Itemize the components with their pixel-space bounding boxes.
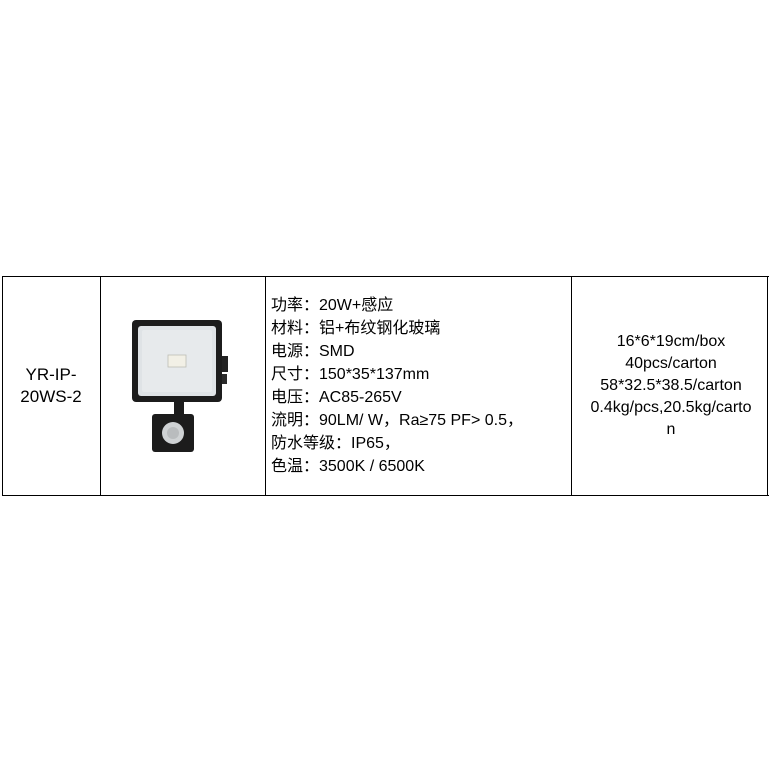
sensor-arm	[173, 400, 184, 416]
model-line: YR-IP-	[25, 365, 77, 384]
mount-bracket-lower	[217, 374, 227, 384]
table-divider-1	[100, 277, 101, 495]
spec-waterproof: 防水等级：IP65，	[271, 435, 400, 452]
table-border-left	[2, 277, 3, 495]
spec-lumen: 流明：90LM/ W，Ra≥75 PF> 0.5，	[271, 412, 523, 429]
packing-line: 40pcs/carton	[625, 355, 717, 372]
table-border-right	[767, 277, 768, 495]
floodlight-with-pir-sensor-icon	[131, 320, 228, 452]
packing-line: 16*6*19cm/box	[616, 333, 726, 350]
table-divider-3	[571, 277, 572, 495]
specifications-cell: 功率：20W+感应 材料：铝+布纹钢化玻璃 电源：SMD 尺寸：150*35*1…	[265, 277, 573, 495]
model-line: 20WS-2	[20, 387, 82, 406]
product-table: YR-IP- 20WS-2 功率：20W+感应 材料：铝+布纹钢化玻璃 电源：S…	[2, 276, 769, 496]
spec-voltage: 电压：AC85-265V	[271, 389, 402, 406]
pir-sensor-center	[166, 427, 179, 439]
spec-color-temp: 色温：3500K / 6500K	[271, 458, 425, 475]
model-cell: YR-IP- 20WS-2	[2, 277, 100, 495]
packing-line: 58*32.5*38.5/carton	[600, 377, 742, 394]
spec-light-source: 电源：SMD	[271, 343, 355, 360]
spec-power: 功率：20W+感应	[271, 297, 394, 314]
spec-material: 材料：铝+布纹钢化玻璃	[271, 320, 441, 337]
packing-line: n	[666, 421, 676, 438]
spec-list: 功率：20W+感应 材料：铝+布纹钢化玻璃 电源：SMD 尺寸：150*35*1…	[271, 294, 523, 478]
spec-size: 尺寸：150*35*137mm	[271, 366, 430, 383]
packing-line: 0.4kg/pcs,20.5kg/carto	[590, 399, 752, 416]
table-divider-2	[265, 277, 266, 495]
packing-cell: 16*6*19cm/box 40pcs/carton 58*32.5*38.5/…	[573, 277, 769, 495]
product-image-cell	[100, 277, 265, 495]
led-chip	[167, 354, 186, 368]
